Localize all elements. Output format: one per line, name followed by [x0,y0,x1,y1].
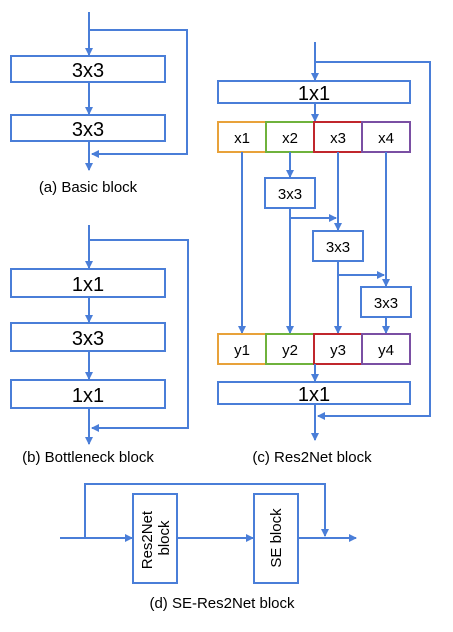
res2net-bottom-conv-label: 1x1 [298,384,330,406]
bottleneck-conv1-label: 1x1 [72,274,104,296]
basic-conv1-box [10,55,166,83]
basic-conv2-label: 3x3 [72,119,104,141]
basic-caption: (a) Basic block [39,179,138,196]
split-x3-label: x3 [330,130,346,147]
se-res2net-caption: (d) SE-Res2Net block [149,595,295,612]
res2net-conv2-box [312,230,364,262]
res2net-conv3-box [360,286,412,318]
res2net-conv1-label: 3x3 [278,186,302,203]
se-res2net-label-line1: Res2Net [139,510,156,569]
se-res2net-box [132,493,178,584]
bottleneck-conv2-label: 3x3 [72,328,104,350]
se-skip-connection [84,483,329,538]
basic-conv1-label: 3x3 [72,60,104,82]
split-x4-label: x4 [378,130,394,147]
split-x1-label: x1 [234,130,250,147]
split-y2-label: y2 [282,342,298,359]
se-block-label: SE block [268,508,285,568]
res2net-conv3-label: 3x3 [374,295,398,312]
bottleneck-block: 1x1 3x3 1x1 (b) Bottleneck block [10,225,189,466]
split-y4-label: y4 [378,342,394,359]
bottleneck-conv3-label: 1x1 [72,385,104,407]
basic-block: 3x3 3x3 (a) Basic block [10,12,188,196]
split-y4-box [361,333,411,365]
se-res2net-block: Res2Net block SE block (d) SE-Res2Net bl… [60,483,357,612]
bottleneck-caption: (b) Bottleneck block [22,449,154,466]
split-y3-label: y3 [330,342,346,359]
split-x2-label: x2 [282,130,298,147]
split-y2-box [265,333,315,365]
res2net-block: 1x1 x1 x2 x3 x4 3x3 3x3 3x3 [217,42,431,466]
split-y1-box [217,333,267,365]
se-block-box [253,493,299,584]
res2net-top-conv-label: 1x1 [298,83,330,105]
basic-conv2-box [10,114,166,142]
res2net-conv2-label: 3x3 [326,239,350,256]
bottleneck-conv1-box [10,268,166,298]
split-y1-label: y1 [234,342,250,359]
res2net-caption: (c) Res2Net block [252,449,372,466]
se-res2net-label: Res2Net block [139,507,173,570]
se-res2net-label-line2: block [156,520,173,556]
